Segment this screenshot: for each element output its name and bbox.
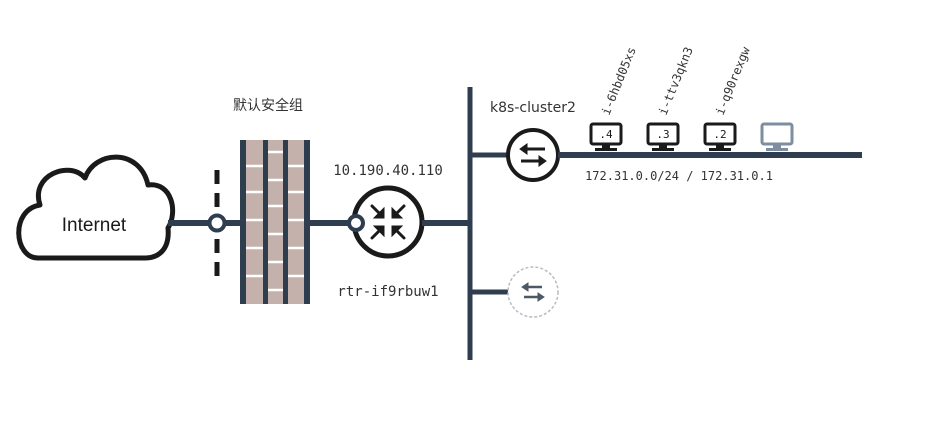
monitor-base <box>652 148 674 151</box>
router-port[interactable] <box>347 214 365 232</box>
instance-name-label: i-q90rexgw <box>713 44 753 117</box>
switch-icon <box>506 128 560 182</box>
instance-name-label: i-ttv3qkn3 <box>656 45 696 117</box>
switch-arrows-icon <box>521 282 545 302</box>
monitor-icon <box>760 122 794 146</box>
router-name-label: rtr-if9rbuw1 <box>337 284 438 300</box>
switch-arrows-icon <box>519 143 547 167</box>
instances-group: i-6hbd05xs .4 i-ttv3qkn3 .3 i-q90rexgw .2 <box>589 44 753 151</box>
instance-node[interactable]: i-6hbd05xs .4 <box>589 45 639 151</box>
router-arrows-icon <box>370 204 406 240</box>
subnet-cidr-label: 172.31.0.0/24 / 172.31.0.1 <box>585 169 773 183</box>
monitor-base <box>709 148 731 151</box>
monitor-base <box>595 148 617 151</box>
boundary-port[interactable] <box>207 213 227 233</box>
monitor-stand <box>602 144 610 148</box>
instance-name-label: i-6hbd05xs <box>599 45 639 117</box>
network-name-label: k8s-cluster2 <box>490 100 576 116</box>
add-network-placeholder[interactable] <box>507 266 559 318</box>
instance-ip-suffix: .3 <box>656 128 669 141</box>
cloud-icon <box>16 154 176 261</box>
internet-label: Internet <box>62 215 127 236</box>
switch-icon <box>507 266 559 318</box>
monitor-stand <box>716 144 724 148</box>
network-switch[interactable] <box>506 128 560 182</box>
instance-node[interactable]: i-ttv3qkn3 .3 <box>646 45 696 151</box>
internet-cloud[interactable]: Internet <box>16 154 176 261</box>
instance-ip-suffix: .2 <box>713 128 726 141</box>
instance-ip-suffix: .4 <box>599 128 613 141</box>
router-node[interactable]: 10.190.40.110 rtr-if9rbuw1 <box>333 163 443 300</box>
security-group-label: 默认安全组 <box>233 97 303 114</box>
monitor-stand <box>659 144 667 148</box>
firewall-icon[interactable] <box>240 140 310 304</box>
add-instance-placeholder[interactable] <box>760 122 794 151</box>
instance-node[interactable]: i-q90rexgw .2 <box>703 44 753 151</box>
router-ip-label: 10.190.40.110 <box>333 163 443 179</box>
